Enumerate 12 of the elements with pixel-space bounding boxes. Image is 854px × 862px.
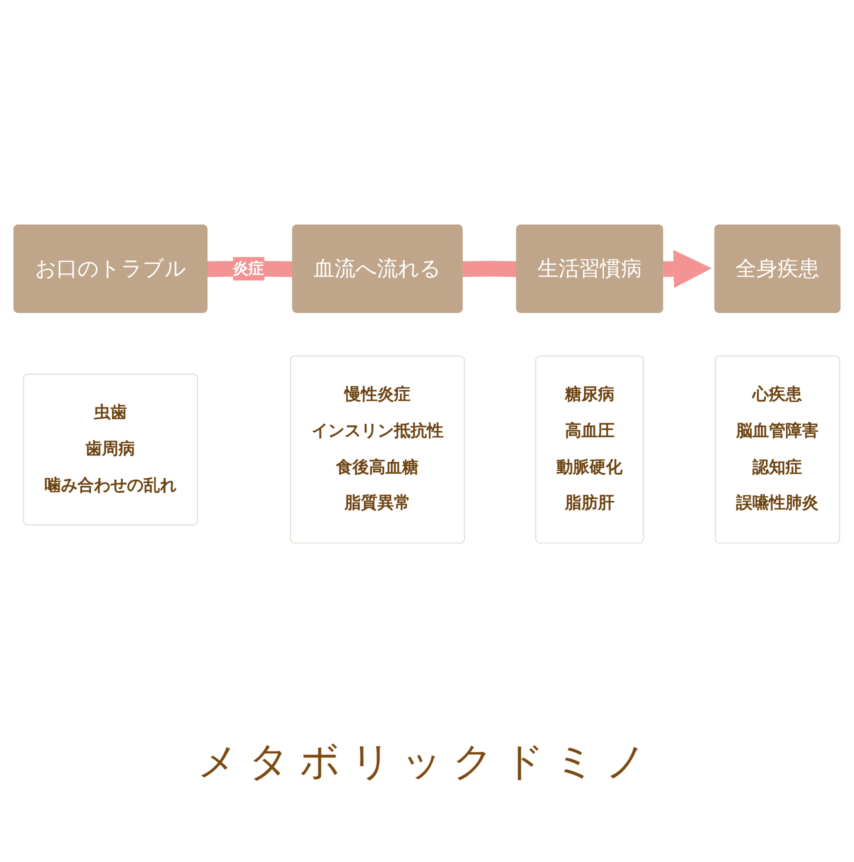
stage-box: 血流へ流れる	[292, 224, 463, 312]
list-card: 慢性炎症 インスリン抵抗性 食後高血糖 脂質異常	[290, 355, 465, 544]
connector-band	[462, 260, 518, 276]
stage-box: 全身疾患	[714, 224, 840, 312]
list-card: 心疾患 脳血管障害 認知症 誤嚥性肺炎	[714, 355, 840, 544]
stage-box: 生活習慣病	[516, 224, 664, 312]
list-card: 虫歯 歯周病 噛み合わせの乱れ	[23, 373, 198, 525]
arrow	[662, 249, 712, 288]
list-card: 糖尿病 高血圧 動脈硬化 脂肪肝	[535, 355, 644, 544]
stage-box: お口のトラブル	[14, 224, 208, 312]
edge-label: 炎症	[233, 256, 264, 280]
caption: メタボリックドミノ	[198, 738, 656, 786]
